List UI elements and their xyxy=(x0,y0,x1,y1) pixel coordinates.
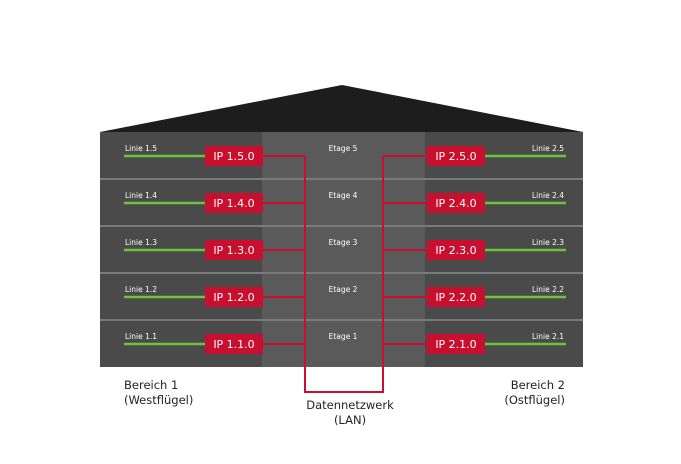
etage-2-label: Etage 2 xyxy=(329,285,358,294)
etage-5-label: Etage 5 xyxy=(329,144,358,153)
lan-subtitle: (LAN) xyxy=(333,413,367,427)
linie-1-4-label: Linie 1.4 xyxy=(125,191,157,200)
etage-3-label: Etage 3 xyxy=(329,238,358,247)
floor-divider xyxy=(100,225,583,227)
floors-layer: Etage 5 Linie 1.5 Linie 2.5 IP 1.5.0 IP 2.5.… xyxy=(100,144,583,354)
ip-2-4-label: IP 2.4.0 xyxy=(435,197,476,210)
floor-divider xyxy=(100,272,583,274)
ip-1-5-label: IP 1.5.0 xyxy=(213,150,254,163)
ip-1-3-label: IP 1.3.0 xyxy=(213,244,254,257)
linie-2-3-label: Linie 2.3 xyxy=(532,238,564,247)
roof xyxy=(100,85,583,132)
ip-2-4-box xyxy=(427,193,485,213)
ip-1-4-label: IP 1.4.0 xyxy=(213,197,254,210)
area-east-label: Bereich 2 (Ostflügel) xyxy=(504,378,565,408)
ip-2-5-box xyxy=(427,146,485,166)
linie-2-1-label: Linie 2.1 xyxy=(532,332,564,341)
ip-1-1-label: IP 1.1.0 xyxy=(213,338,254,351)
etage-1-label: Etage 1 xyxy=(329,332,358,341)
lan-title: Datennetzwerk xyxy=(306,398,394,412)
area-west-label: Bereich 1 (Westflügel) xyxy=(124,378,193,408)
area-east-subtitle: (Ostflügel) xyxy=(504,393,565,407)
linie-1-1-label: Linie 1.1 xyxy=(125,332,157,341)
ip-1-5-box xyxy=(205,146,263,166)
area-east-title: Bereich 2 xyxy=(510,378,565,392)
ip-1-4-box xyxy=(205,193,263,213)
linie-1-3-label: Linie 1.3 xyxy=(125,238,157,247)
ip-2-1-label: IP 2.1.0 xyxy=(435,338,476,351)
ip-1-2-label: IP 1.2.0 xyxy=(213,291,254,304)
ip-2-5-label: IP 2.5.0 xyxy=(435,150,476,163)
area-west-subtitle: (Westflügel) xyxy=(124,393,194,407)
ip-2-2-label: IP 2.2.0 xyxy=(435,291,476,304)
ip-2-3-box xyxy=(427,240,485,260)
ip-1-3-box xyxy=(205,240,263,260)
ip-1-2-box xyxy=(205,287,263,307)
linie-1-5-label: Linie 1.5 xyxy=(125,144,157,153)
area-west-title: Bereich 1 xyxy=(124,378,179,392)
lan-network-layer xyxy=(263,155,427,393)
linie-2-4-label: Linie 2.4 xyxy=(532,191,564,200)
ip-1-1-box xyxy=(205,334,263,354)
ip-2-2-box xyxy=(427,287,485,307)
lan-trunk xyxy=(304,156,384,393)
linie-2-2-label: Linie 2.2 xyxy=(532,285,564,294)
linie-1-2-label: Linie 1.2 xyxy=(125,285,157,294)
floor-divider xyxy=(100,178,583,180)
ip-2-3-label: IP 2.3.0 xyxy=(435,244,476,257)
ip-2-1-box xyxy=(427,334,485,354)
floor-divider xyxy=(100,319,583,321)
etage-4-label: Etage 4 xyxy=(329,191,358,200)
linie-2-5-label: Linie 2.5 xyxy=(532,144,564,153)
lan-label: Datennetzwerk (LAN) xyxy=(290,398,410,428)
